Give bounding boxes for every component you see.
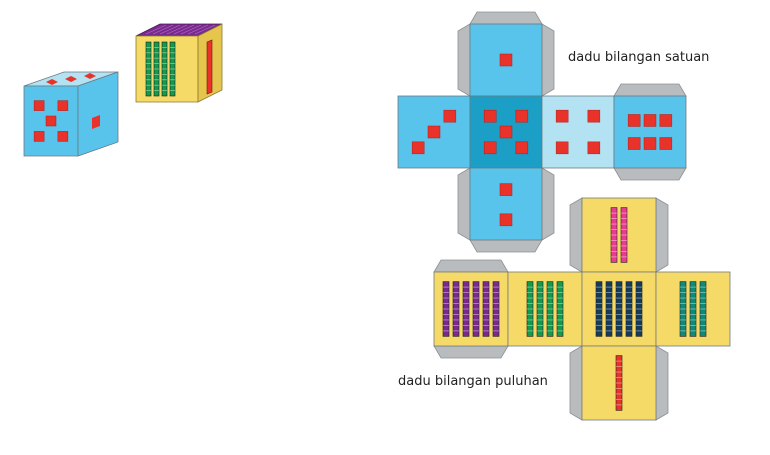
tens-die-caption: dadu bilangan puluhan [398,374,548,389]
rod-segment-line [145,24,167,35]
ten-rod [546,281,554,337]
glue-flap [613,167,687,181]
rod-segment-line [173,24,195,35]
glue-flap [541,167,555,241]
pip [627,114,641,127]
pip [659,137,673,150]
ten-rod [452,281,460,337]
units-die-caption: dadu bilangan satuan [568,50,710,65]
ten-rod [526,281,534,337]
pip [45,115,57,127]
pip [659,114,673,127]
ten-rod [625,281,633,337]
pip [443,109,457,123]
pip [515,109,529,123]
rod-segment-line [187,24,209,35]
die-side-face [77,71,119,157]
pip [92,115,100,129]
units-die-3d [23,71,119,157]
net-face-right [541,95,615,169]
glue-flap [457,167,471,241]
pip [57,131,69,142]
pip [65,76,77,82]
glue-flap [469,239,543,253]
ten-rod [161,41,168,97]
rod-segment-line [180,24,202,35]
pip [427,125,441,139]
pip [411,141,425,155]
pip [483,109,497,123]
ten-rod [635,281,643,337]
pip [33,100,45,111]
glue-flap [541,23,555,97]
net-face-top [581,197,657,273]
net-face-center-left [507,271,583,347]
rod-segment-line [152,24,174,35]
pip [499,125,513,139]
glue-flap [433,259,509,273]
pip [499,183,513,196]
pip [515,141,529,155]
ten-rod [699,281,707,337]
glue-flap [569,197,583,273]
pip [499,53,513,67]
ten-rod [442,281,450,337]
ten-rod [595,281,603,337]
glue-flap [433,345,509,359]
ten-rod [169,41,176,97]
glue-flap [469,11,543,25]
pip [627,137,641,150]
ten-rod [492,281,500,337]
pip [46,79,58,85]
net-face-bottom [469,167,543,241]
dice-3d-group [23,23,223,157]
ten-rod [462,281,470,337]
ten-rod [615,355,623,411]
pip [587,109,601,123]
ten-rod [615,281,623,337]
pip [483,141,497,155]
pip [555,141,569,155]
ten-rod [536,281,544,337]
pip [587,141,601,155]
pip [84,73,96,79]
ten-rod [679,281,687,337]
ten-rod [620,207,628,263]
glue-flap [613,83,687,97]
pip [555,109,569,123]
tens-die-net [433,197,731,421]
ten-rod [145,41,152,97]
glue-flap [457,23,471,97]
glue-flap [655,345,669,421]
ten-rod [610,207,618,263]
pip [643,137,657,150]
ten-rod [153,41,160,97]
ten-rod [206,39,213,95]
pip [499,213,513,227]
ten-rod [472,281,480,337]
ten-rod [556,281,564,337]
ten-rod [689,281,697,337]
pip [643,114,657,127]
glue-flap [569,345,583,421]
rod-segment-line [166,24,188,35]
rod-segment-line [194,24,216,35]
rod-segment-line [159,24,181,35]
glue-flap [655,197,669,273]
pip [57,100,69,111]
ten-rod [482,281,490,337]
tens-die-3d [135,23,223,103]
units-die-net [397,11,687,253]
ten-rod [605,281,613,337]
pip [33,131,45,142]
net-face-far-right [613,95,687,169]
